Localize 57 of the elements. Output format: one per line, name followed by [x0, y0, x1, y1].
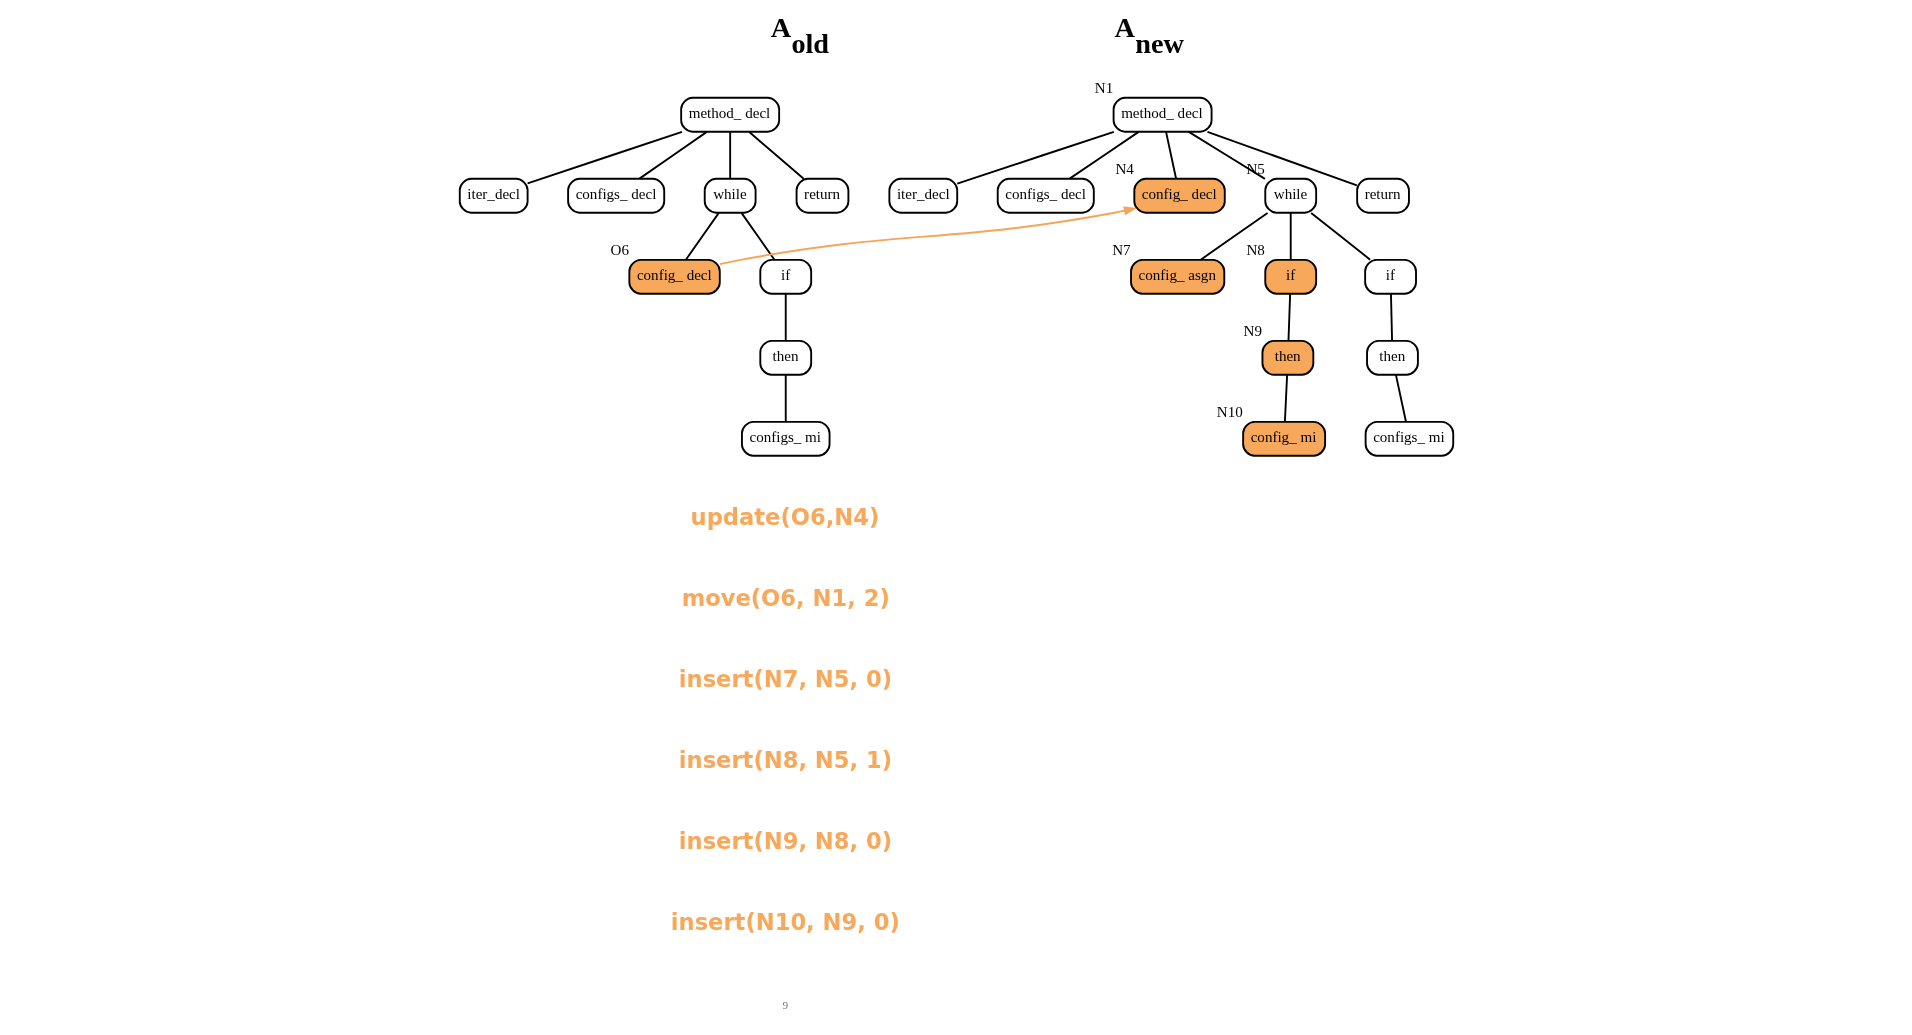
node-box: while: [1263, 177, 1317, 214]
connector: [1287, 293, 1291, 342]
connector: [1394, 374, 1407, 423]
node-label: O6: [610, 241, 629, 258]
node-box: config_ decl: [627, 258, 721, 295]
label: insert(N9, N8, 0): [678, 827, 892, 854]
connector: [638, 130, 708, 180]
connector: [740, 212, 775, 261]
connector: [1389, 293, 1393, 342]
label: insert(N10, N9, 0): [670, 908, 900, 935]
node-box: iter_decl: [887, 177, 958, 214]
node-box: if: [758, 258, 812, 295]
node-box: while: [703, 177, 757, 214]
connector: [1199, 211, 1268, 261]
node-label: N7: [1111, 241, 1131, 258]
node-box: config_ asgn: [1129, 258, 1225, 295]
connector: [955, 130, 1115, 185]
node-box: configs_ decl: [566, 177, 665, 214]
connector: [526, 130, 683, 185]
node-box: then: [758, 339, 812, 376]
node-label: N9: [1243, 322, 1262, 339]
node-box: return: [795, 177, 849, 214]
connector: [1206, 130, 1358, 187]
node-box: return: [1355, 177, 1410, 214]
node-box: if: [1363, 258, 1417, 295]
connector: [684, 212, 720, 261]
node-box: iter_decl: [458, 177, 529, 214]
node-box: then: [1261, 339, 1314, 376]
node-label: N8: [1245, 241, 1265, 258]
label: move(O6, N1, 2): [681, 584, 890, 611]
node-label: N10: [1216, 403, 1243, 420]
node-box: configs_ decl: [996, 177, 1095, 214]
node-box: config_ mi: [1241, 420, 1326, 457]
node-box: configs_ mi: [1364, 420, 1454, 457]
node-box: then: [1365, 339, 1419, 376]
node-box: if: [1263, 258, 1317, 295]
connector: [728, 131, 731, 180]
connector: [1068, 130, 1140, 180]
node-box: method_ decl: [679, 96, 780, 133]
node-box: config_ decl: [1132, 177, 1226, 214]
label: insert(N8, N5, 1): [678, 746, 892, 773]
node-label: N1: [1094, 79, 1113, 96]
connector: [1289, 212, 1292, 261]
connector: [1283, 374, 1288, 423]
label: update(O6,N4): [690, 503, 879, 530]
connector: [784, 293, 787, 342]
arrow: [718, 206, 1137, 266]
label: 9: [781, 998, 788, 1011]
node-box: method_ decl: [1112, 96, 1212, 133]
connector: [747, 131, 805, 180]
connector: [1309, 211, 1371, 261]
node-box: configs_ mi: [740, 420, 830, 457]
label: insert(N7, N5, 0): [678, 665, 892, 692]
node-label: N4: [1114, 160, 1134, 177]
connector: [1164, 131, 1177, 180]
connector: [1187, 130, 1266, 180]
connector: [784, 374, 787, 423]
